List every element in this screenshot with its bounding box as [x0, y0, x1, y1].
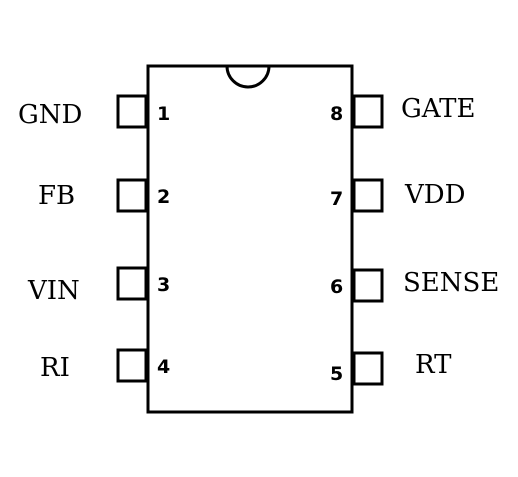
ic-body [146, 64, 354, 414]
pin-label: VIN [27, 276, 80, 306]
pin-label: GATE [401, 94, 475, 124]
pin-number: 2 [157, 186, 170, 208]
pin-label: SENSE [403, 268, 499, 298]
pin-2-pad [116, 178, 148, 213]
orientation-notch [225, 65, 271, 89]
pin-number: 6 [330, 276, 343, 298]
pin-number: 1 [157, 103, 170, 125]
pin-label: VDD [404, 180, 465, 210]
pin-label: RI [40, 353, 70, 383]
pin-8-pad [352, 94, 384, 129]
pin-label: RT [415, 350, 452, 380]
pin-number: 3 [157, 274, 170, 296]
pin-1-pad [116, 94, 148, 129]
pin-label: GND [18, 100, 82, 130]
pin-6-pad [352, 268, 384, 303]
pin-number: 5 [330, 363, 343, 385]
pin-label: FB [38, 181, 75, 211]
pin-number: 8 [330, 103, 343, 125]
pin-number: 4 [157, 356, 170, 378]
pin-7-pad [352, 178, 384, 213]
pin-5-pad [352, 351, 384, 386]
pin-3-pad [116, 266, 148, 301]
pin-4-pad [116, 348, 148, 383]
pin-number: 7 [330, 188, 343, 210]
